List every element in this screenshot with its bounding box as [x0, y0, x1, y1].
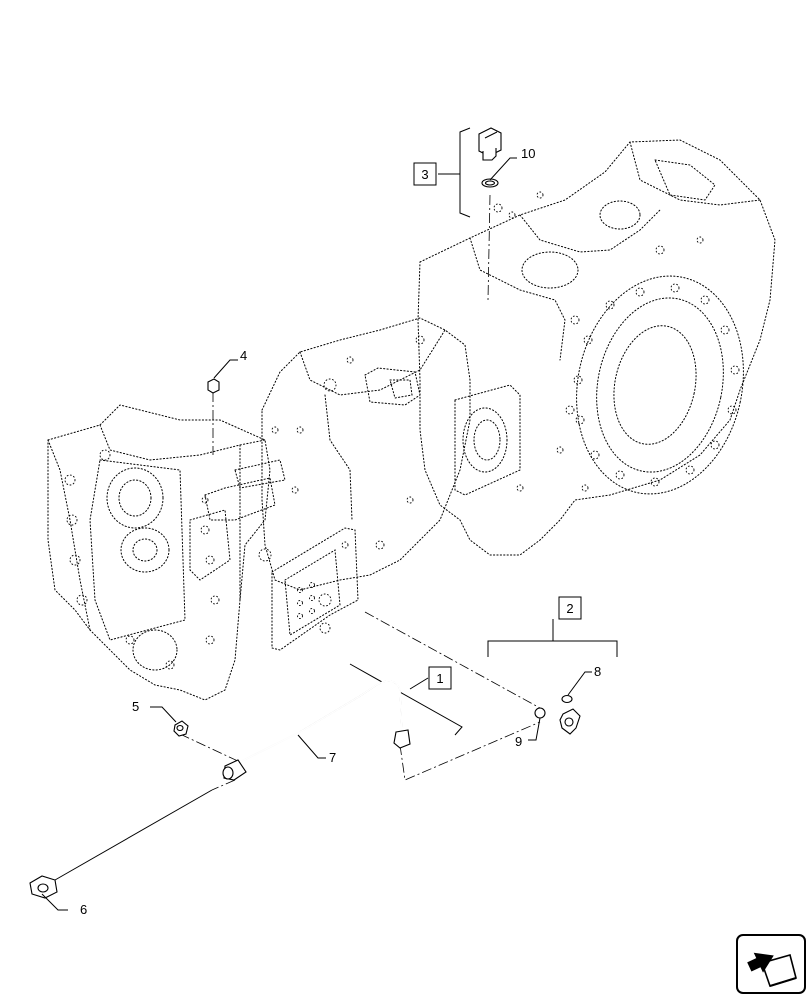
callout-10: 10	[489, 146, 535, 181]
part-5-fitting	[173, 720, 189, 737]
part-6-sensor-wire	[29, 789, 213, 899]
part-9-fitting	[534, 707, 581, 735]
callout-label-8: 8	[594, 664, 601, 679]
ref-box-2: 2	[558, 596, 582, 620]
ref-label-1: 1	[436, 671, 443, 686]
callout-5: 5	[132, 699, 177, 723]
ref-label-3: 3	[421, 167, 428, 182]
next-page-arrow-icon[interactable]	[736, 934, 806, 994]
ref-box-3: 3	[413, 162, 437, 186]
callout-4: 4	[213, 348, 247, 379]
callout-label-10: 10	[521, 146, 535, 161]
assembly-leader-lines	[179, 194, 541, 791]
callout-6: 6	[41, 893, 87, 917]
callout-label-6: 6	[80, 902, 87, 917]
callout-label-7: 7	[329, 750, 336, 765]
ref-label-2: 2	[566, 601, 573, 616]
part-7-tube	[222, 680, 411, 781]
callout-9: 9	[515, 717, 541, 749]
callout-label-4: 4	[240, 348, 247, 363]
part-8-oring	[561, 694, 573, 704]
transmission-housing	[47, 139, 776, 701]
ref-box-1: 1	[428, 666, 452, 690]
bracket-3	[438, 127, 471, 218]
part-4-plug	[207, 378, 220, 394]
callout-label-5: 5	[132, 699, 139, 714]
ring-bolt-holes	[573, 283, 740, 487]
callout-8: 8	[567, 664, 601, 696]
bracket-2	[487, 619, 618, 657]
callout-label-9: 9	[515, 734, 522, 749]
part-10-plug	[478, 127, 502, 188]
callout-7: 7	[297, 734, 336, 765]
